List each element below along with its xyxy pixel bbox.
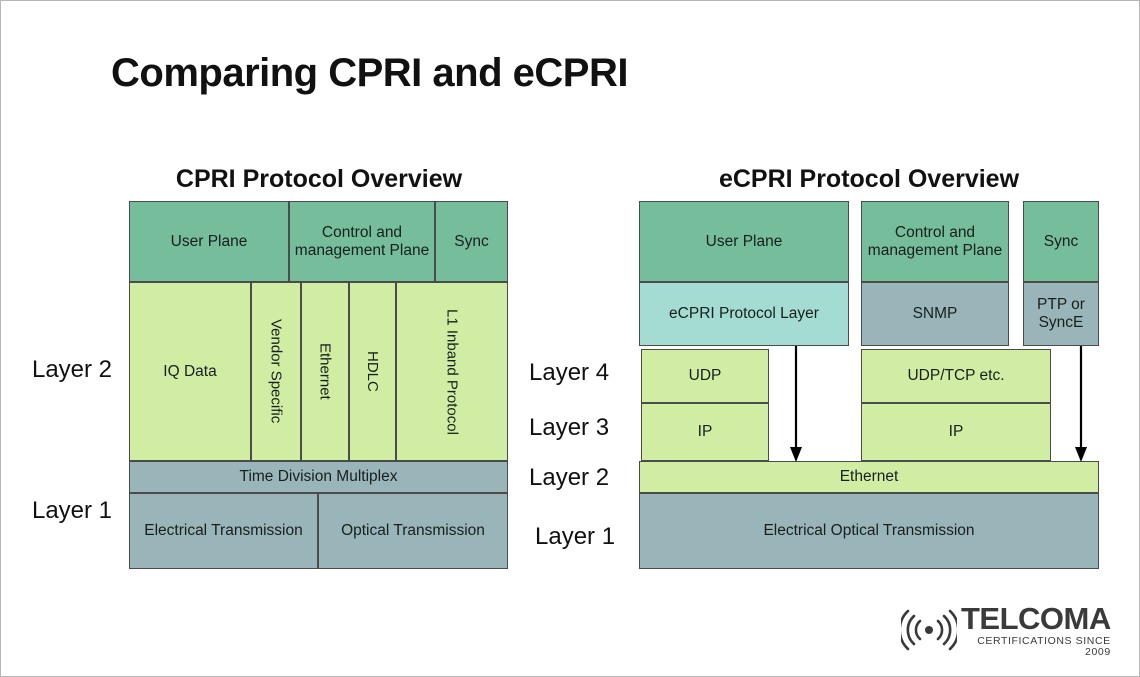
ecpri-layer-label-2: Layer 2	[529, 464, 610, 491]
ecpri-l2-ethernet: Ethernet	[639, 461, 1099, 493]
cpri-plane-user: User Plane	[129, 201, 289, 282]
cpri-l2-iq-data: IQ Data	[129, 282, 251, 461]
ecpri-l3-ip-left: IP	[641, 403, 769, 461]
cpri-section-heading: CPRI Protocol Overview	[175, 165, 463, 193]
cpri-plane-sync: Sync	[435, 201, 508, 282]
ecpri-plane-user: User Plane	[639, 201, 849, 282]
cpri-l2-l1-inband-protocol: L1 Inband Protocol	[396, 282, 508, 461]
signal-wave-icon	[901, 609, 957, 651]
ecpri-snmp: SNMP	[861, 282, 1009, 346]
logo-tagline: CERTIFICATIONS SINCE 2009	[977, 635, 1111, 658]
ecpri-l1-electrical-optical-transmission: Electrical Optical Transmission	[639, 493, 1099, 569]
page-title: Comparing CPRI and eCPRI	[111, 51, 628, 95]
ecpri-l3-ip-right: IP	[861, 403, 1051, 461]
ecpri-protocol-layer: eCPRI Protocol Layer	[639, 282, 849, 346]
cpri-time-division-multiplex: Time Division Multiplex	[129, 461, 508, 493]
ecpri-layer-label-1: Layer 1	[535, 523, 616, 550]
ecpri-sync-arrow-left	[790, 346, 802, 462]
cpri-l2-hdlc: HDLC	[349, 282, 396, 461]
ecpri-l4-udp-tcp: UDP/TCP etc.	[861, 349, 1051, 403]
cpri-layer-label-2: Layer 2	[31, 356, 113, 383]
cpri-l2-vendor-specific: Vendor Specific	[251, 282, 301, 461]
ecpri-sync-arrow-right	[1075, 346, 1087, 462]
telcoma-logo: TELCOMA CERTIFICATIONS SINCE 2009	[901, 601, 1111, 659]
ecpri-section-heading: eCPRI Protocol Overview	[718, 165, 1020, 193]
ecpri-l4-udp: UDP	[641, 349, 769, 403]
cpri-plane-control-management: Control and management Plane	[289, 201, 435, 282]
ecpri-plane-sync: Sync	[1023, 201, 1099, 282]
cpri-l2-ethernet: Ethernet	[301, 282, 349, 461]
ecpri-layer-label-4: Layer 4	[529, 359, 610, 386]
cpri-l1-optical-transmission: Optical Transmission	[318, 493, 508, 569]
ecpri-plane-control-management: Control and management Plane	[861, 201, 1009, 282]
ecpri-layer-label-3: Layer 3	[529, 414, 610, 441]
logo-name: TELCOMA	[961, 601, 1111, 636]
cpri-l1-electrical-transmission: Electrical Transmission	[129, 493, 318, 569]
cpri-layer-label-1: Layer 1	[31, 497, 113, 524]
ecpri-ptp-or-synce: PTP or SyncE	[1023, 282, 1099, 346]
